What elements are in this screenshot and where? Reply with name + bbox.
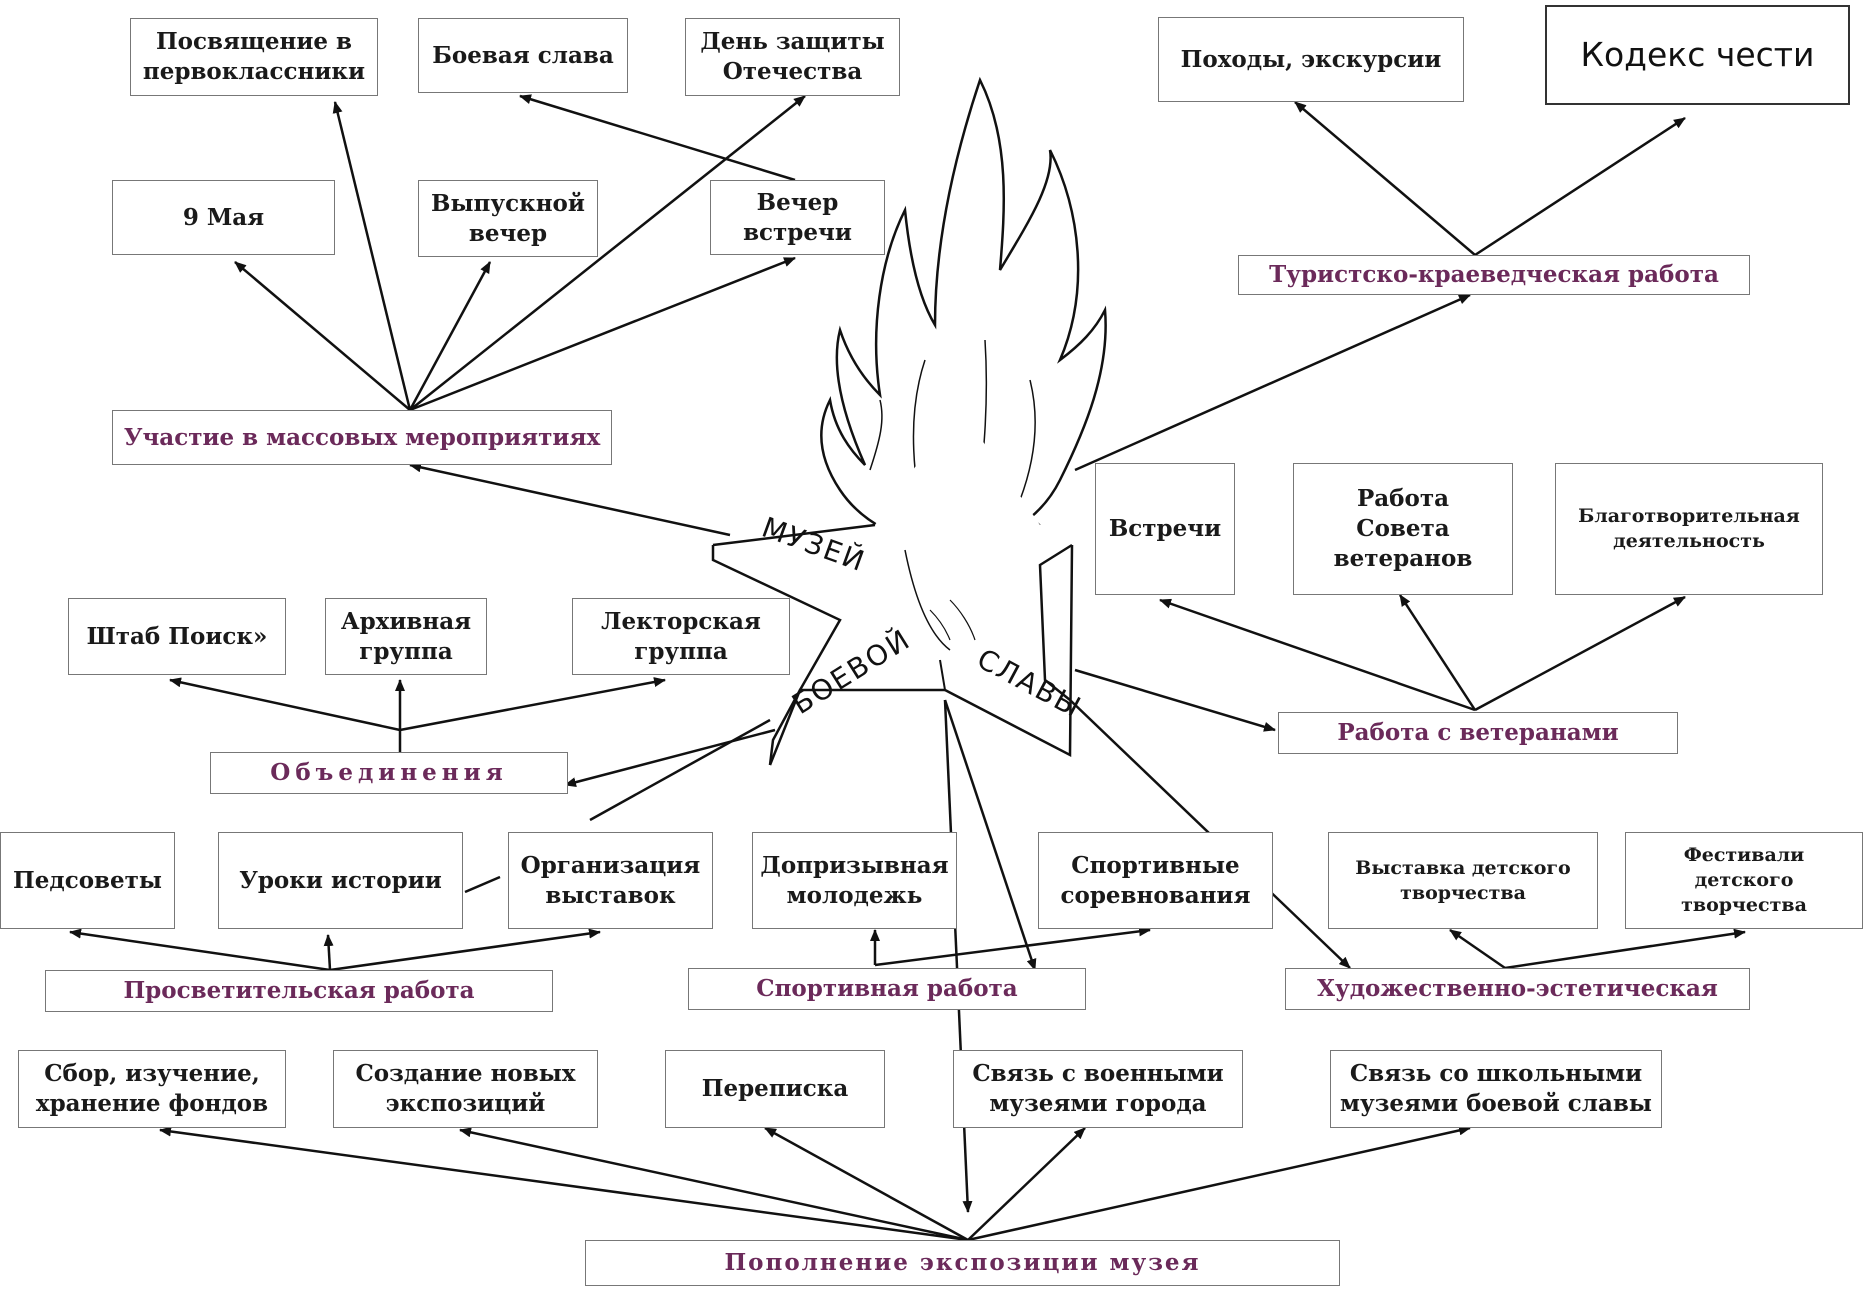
arrow-veterans-to-meetings <box>1159 598 1476 712</box>
item-lecture-group: Лекторская группа <box>572 598 790 675</box>
item-search-hq: Штаб Поиск» <box>68 598 286 675</box>
arrow-art-to-kids-exhibition <box>1449 928 1506 970</box>
arrow-veterans-to-charity <box>1474 595 1686 712</box>
arrow-mass-to-fatherland-day <box>409 95 806 411</box>
category-unions: Объединения <box>210 752 568 794</box>
arrow-replenish-to-correspondence <box>764 1126 969 1242</box>
arrow-emblem-to-unions <box>564 728 776 788</box>
item-hikes: Походы, экскурсии <box>1158 17 1464 102</box>
star-emblem-icon: МУЗЕЙ БОЕВОЙ СЛАВЫ <box>711 405 1088 766</box>
category-mass-events: Участие в массовых мероприятиях <box>112 410 612 465</box>
item-festivals: Фестивали детского творчества <box>1625 832 1863 929</box>
arrow-reunion-to-battle-glory <box>519 94 796 182</box>
arrow-education-to-lessons <box>323 934 334 971</box>
arrow-veterans-to-council <box>1398 594 1477 711</box>
arrow-mass-to-graduation <box>408 261 492 411</box>
arrow-art-to-festivals <box>1504 928 1746 970</box>
item-exhibitions: Организация выставок <box>508 832 713 929</box>
category-art: Художественно-эстетическая <box>1285 968 1750 1010</box>
arrow-education-to-exhibitions <box>329 928 601 972</box>
item-pedsovety: Педсоветы <box>0 832 175 929</box>
arrow-replenish-to-collection <box>159 1126 969 1242</box>
item-veterans-council: Работа Совета ветеранов <box>1293 463 1513 595</box>
item-kids-exhibition: Выставка детского творчества <box>1328 832 1598 929</box>
arrow-replenish-to-new-expositions <box>459 1127 969 1242</box>
arrow-emblem-to-tourism <box>1074 293 1471 472</box>
item-first-graders: Посвящение в первоклассники <box>130 18 378 96</box>
line-emblem-to-exhibitions <box>589 718 771 822</box>
category-veterans: Работа с ветеранами <box>1278 712 1678 754</box>
arrow-sport-to-competitions <box>874 926 1151 967</box>
item-competitions: Спортивные соревнования <box>1038 832 1273 929</box>
item-military-museums: Связь с военными музеями города <box>953 1050 1243 1128</box>
item-graduation: Выпускной вечер <box>418 180 598 257</box>
item-archive-group: Архивная группа <box>325 598 487 675</box>
item-correspondence: Переписка <box>665 1050 885 1128</box>
item-collection: Сбор, изучение, хранение фондов <box>18 1050 286 1128</box>
item-may9: 9 Мая <box>112 180 335 255</box>
arrow-tourism-to-hikes <box>1294 101 1476 256</box>
line-exhibitions-to-lessons <box>464 875 501 894</box>
arrow-emblem-to-sport <box>943 699 1037 971</box>
arrow-mass-to-first-graders <box>332 101 412 411</box>
item-preconscription: Допризывная молодежь <box>752 832 957 929</box>
arrow-replenish-to-military <box>967 1127 1086 1241</box>
category-replenish: Пополнение экспозиции музея <box>585 1240 1340 1286</box>
item-reunion: Вечер встречи <box>710 180 885 255</box>
arrow-emblem-to-veterans <box>1074 668 1276 732</box>
connector-arrows <box>69 94 1746 1242</box>
arrow-unions-to-search <box>169 677 401 732</box>
item-battle-glory: Боевая слава <box>418 18 628 93</box>
item-meetings: Встречи <box>1095 463 1235 595</box>
arrow-tourism-to-code <box>1474 116 1686 257</box>
item-new-expositions: Создание новых экспозиций <box>333 1050 598 1128</box>
arrow-mass-to-may9 <box>234 261 411 411</box>
arrow-mass-to-reunion <box>409 256 796 412</box>
item-school-museums: Связь со школьными музеями боевой славы <box>1330 1050 1662 1128</box>
category-sport: Спортивная работа <box>688 968 1086 1010</box>
arrow-emblem-to-mass <box>409 462 731 537</box>
category-education: Просветительская работа <box>45 970 553 1012</box>
item-charity: Благотворительная деятельность <box>1555 463 1823 595</box>
arrow-unions-to-lecture <box>399 677 666 732</box>
category-tourism: Туристско-краеведческая работа <box>1238 255 1750 295</box>
item-fatherland-day: День защиты Отечества <box>685 18 900 96</box>
arrow-replenish-to-school <box>967 1125 1471 1242</box>
item-history-lessons: Уроки истории <box>218 832 463 929</box>
code-of-honor-box: Кодекс чести <box>1545 5 1850 105</box>
arrow-education-to-pedsovety <box>69 928 331 972</box>
